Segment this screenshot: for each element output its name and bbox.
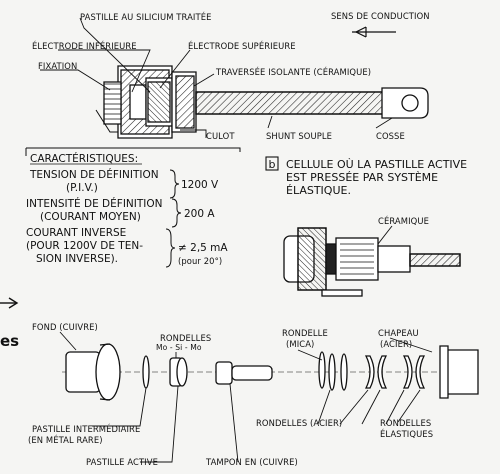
section-b-line3: ÉLASTIQUE. xyxy=(286,184,351,197)
label-tampon: TAMPON EN (CUIVRE) xyxy=(205,457,298,467)
label-culot: CULOT xyxy=(206,131,235,141)
section-b-line2: EST PRESSÉE PAR SYSTÈME xyxy=(286,171,438,184)
specs-courant-line3: SION INVERSE). xyxy=(36,253,118,265)
label-es: es xyxy=(0,332,19,350)
label-pastille-active: PASTILLE ACTIVE xyxy=(86,457,158,467)
label-fixation: FIXATION xyxy=(38,61,77,71)
label-fond: FOND (CUIVRE) xyxy=(32,322,98,332)
specs-tension-value: 1200 V xyxy=(181,179,219,191)
label-rondelles-elastiques-2: ÉLASTIQUES xyxy=(380,428,433,439)
section-b-line1: CELLULE OÙ LA PASTILLE ACTIVE xyxy=(286,158,467,171)
label-pastille-intermediaire-2: (EN MÉTAL RARE) xyxy=(28,434,103,445)
label-chapeau-2: (ACIER) xyxy=(380,339,412,349)
label-rondelle-mica-1: RONDELLE xyxy=(282,328,328,338)
specs-intensite-line2: (COURANT MOYEN) xyxy=(40,211,141,223)
label-chapeau-1: CHAPEAU xyxy=(378,328,419,338)
left-arrow xyxy=(0,297,19,309)
specs-title: CARACTÉRISTIQUES: xyxy=(30,152,138,165)
specs-intensite-line1: INTENSITÉ DE DÉFINITION xyxy=(26,197,163,210)
specs-courant-line2: (POUR 1200V DE TEN- xyxy=(26,240,143,252)
specs-block: CARACTÉRISTIQUES: TENSION DE DÉFINITION … xyxy=(25,147,241,268)
specs-courant-value2: (pour 20°) xyxy=(178,256,222,266)
label-rondelles-material: Mo - Si - Mo xyxy=(156,343,202,352)
exploded-parts xyxy=(65,343,479,401)
specs-intensite-value: 200 A xyxy=(184,208,215,220)
bottom-leader-lines xyxy=(59,331,433,463)
label-pastille: PASTILLE AU SILICIUM TRAITÉE xyxy=(80,11,212,22)
conduction-arrow xyxy=(352,26,396,38)
label-cosse: COSSE xyxy=(376,131,405,141)
section-b-letter: b xyxy=(269,158,276,171)
label-rondelles-title: RONDELLES xyxy=(160,333,211,343)
label-pastille-intermediaire-1: PASTILLE INTERMÉDIAIRE xyxy=(32,423,140,434)
label-rondelle-mica-2: (MICA) xyxy=(286,339,314,349)
specs-courant-line1: COURANT INVERSE xyxy=(26,227,126,239)
label-traversee-isolante: TRAVERSÉE ISOLANTE (CÉRAMIQUE) xyxy=(215,66,371,77)
top-leader-lines xyxy=(40,17,393,138)
label-sens-conduction: SENS DE CONDUCTION xyxy=(331,11,430,21)
label-rondelles-elastiques-1: RONDELLES xyxy=(380,418,431,428)
label-ceramique: CÉRAMIQUE xyxy=(378,215,429,226)
specs-courant-value1: ≠ 2,5 mA xyxy=(178,242,228,254)
top-diode-drawing xyxy=(95,65,429,139)
section-b: b CELLULE OÙ LA PASTILLE ACTIVE EST PRES… xyxy=(265,156,467,245)
label-shunt-souple: SHUNT SOUPLE xyxy=(266,131,332,141)
label-electrode-superieure: ÉLECTRODE SUPÉRIEURE xyxy=(188,40,296,51)
label-rondelles-acier: RONDELLES (ACIER) xyxy=(256,418,342,428)
cell-drawing xyxy=(283,227,461,297)
specs-tension-line2: (P.I.V.) xyxy=(66,182,98,194)
specs-tension-line1: TENSION DE DÉFINITION xyxy=(29,168,159,181)
label-electrode-inferieure: ÉLECTRODE INFÉRIEURE xyxy=(32,40,137,51)
